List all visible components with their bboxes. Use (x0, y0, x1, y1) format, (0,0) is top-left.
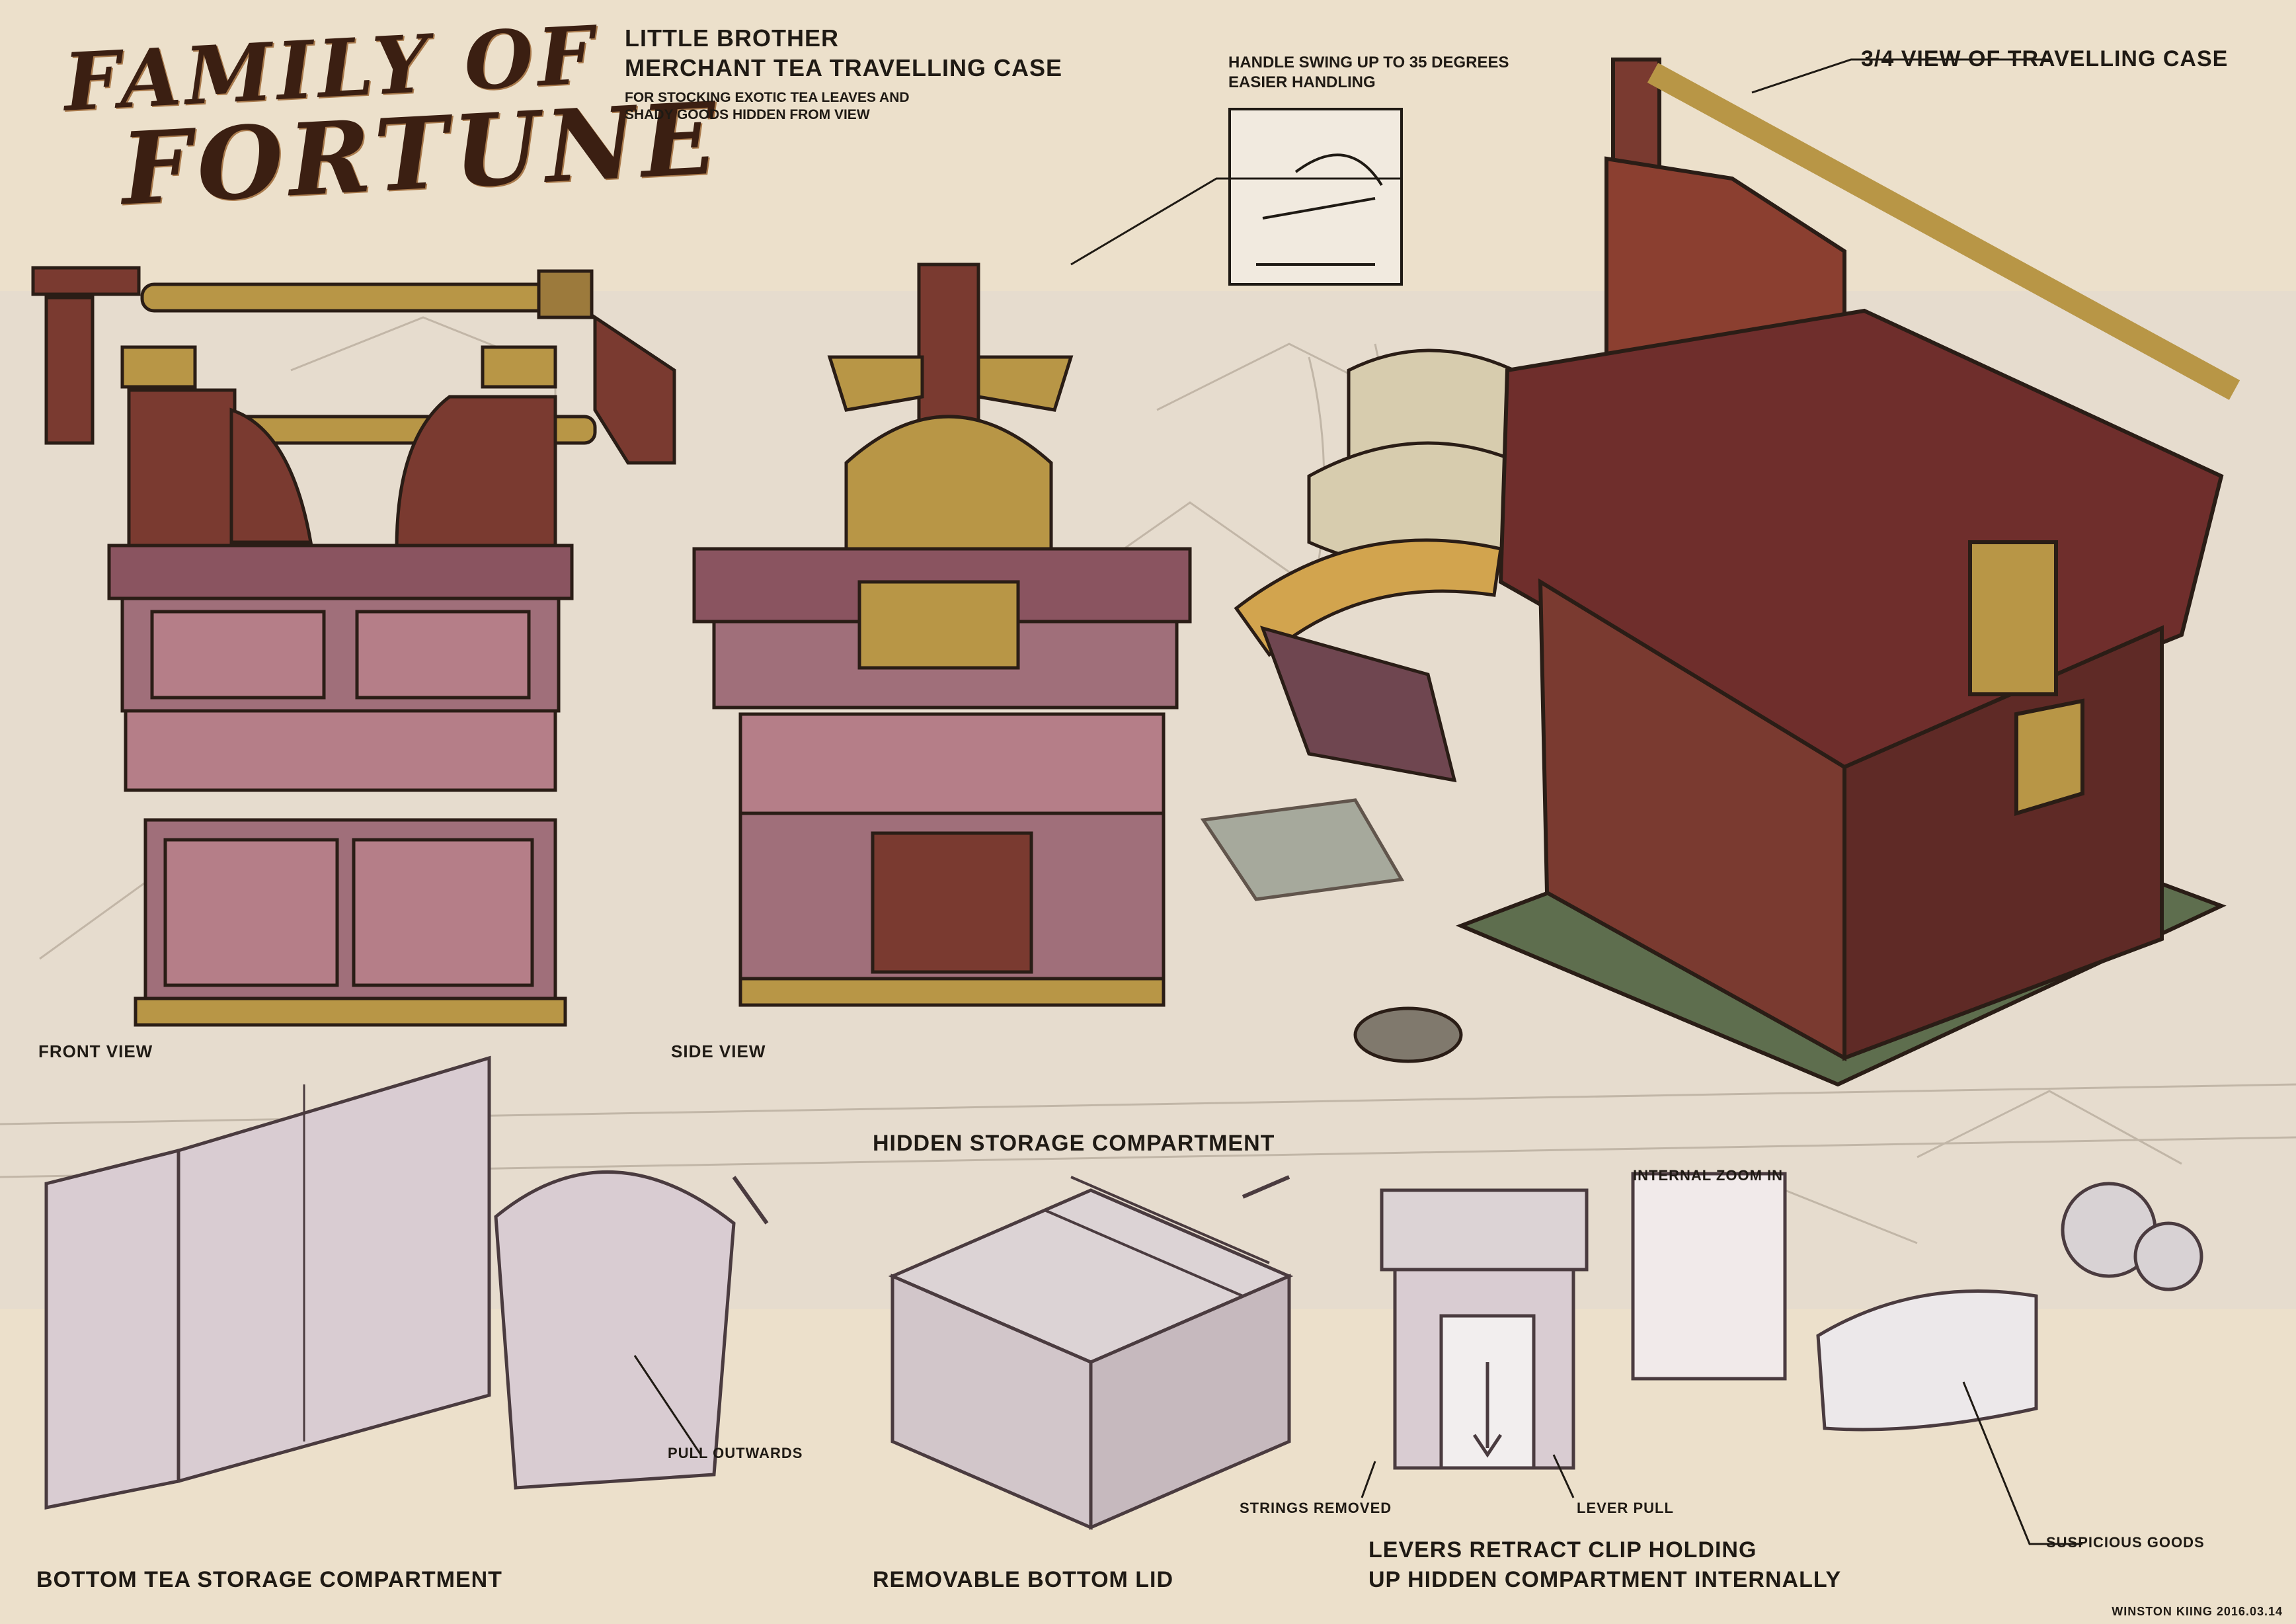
pull-outwards-label: PULL OUTWARDS (668, 1445, 803, 1461)
case-description: LITTLE BROTHER MERCHANT TEA TRAVELLING C… (625, 23, 1062, 124)
artist-signature: WINSTON KIING 2016.03.14 (2112, 1605, 2283, 1618)
bottom-storage-illustration (44, 1055, 769, 1510)
front-view-label: FRONT VIEW (38, 1041, 153, 1061)
handle-note-line-2: EASIER HANDLING (1228, 73, 1376, 91)
suspicious-goods-label: SUSPICIOUS GOODS (2046, 1534, 2205, 1551)
case-subtitle-line-2: SHADY GOODS HIDDEN FROM VIEW (625, 107, 870, 123)
side-view-illustration (692, 263, 1192, 1007)
handle-note-line-1: HANDLE SWING UP TO 35 DEGREES (1228, 54, 1509, 71)
lever-diagram-illustration (1380, 1172, 1787, 1470)
handle-note: HANDLE SWING UP TO 35 DEGREES EASIER HAN… (1228, 53, 1509, 93)
internal-zoom-label: INTERNAL ZOOM IN (1633, 1167, 1784, 1184)
removable-lid-label: REMOVABLE BOTTOM LID (873, 1567, 1174, 1592)
case-title-line-2: MERCHANT TEA TRAVELLING CASE (625, 54, 1062, 81)
front-view-illustration (31, 266, 676, 1027)
lever-pull-label: LEVER PULL (1577, 1500, 1674, 1516)
strings-removed-label: STRINGS REMOVED (1240, 1500, 1392, 1516)
three-quarter-label: 3/4 VIEW OF TRAVELLING CASE (1861, 46, 2229, 71)
handle-detail-inset (1070, 108, 1403, 286)
levers-label-line-2: UP HIDDEN COMPARTMENT INTERNALLY (1368, 1567, 1842, 1592)
suspicious-goods-illustration (1816, 1182, 2203, 1432)
case-title-line-1: LITTLE BROTHER (625, 24, 839, 52)
leader-lines (633, 58, 2082, 1545)
removable-lid-illustration (888, 1175, 1294, 1530)
bottom-storage-label: BOTTOM TEA STORAGE COMPARTMENT (36, 1567, 502, 1592)
side-view-label: SIDE VIEW (671, 1041, 766, 1061)
hidden-storage-label: HIDDEN STORAGE COMPARTMENT (873, 1131, 1275, 1156)
levers-label-line-1: LEVERS RETRACT CLIP HOLDING (1368, 1537, 1757, 1563)
case-subtitle-line-1: FOR STOCKING EXOTIC TEA LEAVES AND (625, 90, 910, 105)
three-quarter-view-illustration (1455, 58, 2240, 1087)
